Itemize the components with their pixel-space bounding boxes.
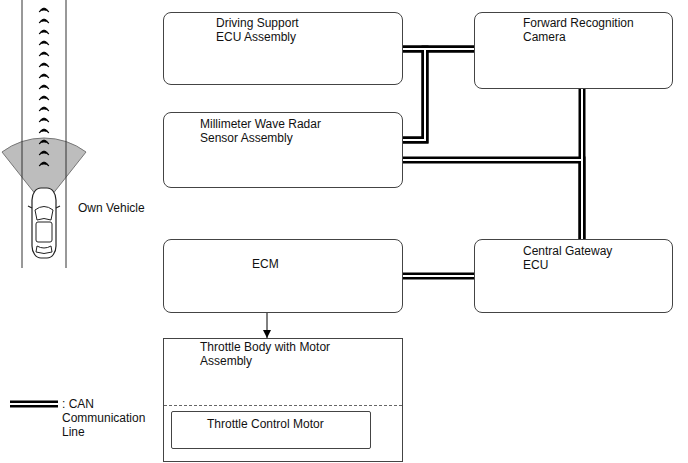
can-line <box>403 160 582 239</box>
box-label: Throttle Body with Motor Assembly <box>200 341 350 369</box>
box-label: Throttle Control Motor <box>207 418 367 432</box>
legend-text: : CAN Communication Line <box>62 398 147 439</box>
path-chevron <box>39 30 49 34</box>
box-label: ECM <box>252 258 312 272</box>
can-line-inner <box>403 49 425 140</box>
path-chevron <box>39 41 49 45</box>
box-label: Driving Support ECU Assembly <box>216 17 316 45</box>
can-line <box>403 273 474 280</box>
vehicle-label: Own Vehicle <box>78 202 145 216</box>
path-chevrons <box>39 8 49 166</box>
path-chevron <box>39 52 49 56</box>
ecu-box: Driving Support ECU Assembly <box>163 12 403 85</box>
road-line <box>66 0 67 268</box>
control-arrow <box>267 313 268 338</box>
path-chevron <box>39 85 49 89</box>
car-mirrors <box>28 206 60 208</box>
radar-box: Millimeter Wave Radar Sensor Assembly <box>163 112 403 188</box>
path-chevron <box>39 151 49 155</box>
legend-line-outer <box>10 401 58 408</box>
can-line-inner <box>403 160 582 239</box>
path-chevron <box>39 162 49 166</box>
path-chevron <box>39 96 49 100</box>
box-label: Central Gateway ECU <box>523 245 633 273</box>
divider-line <box>164 405 402 406</box>
can-line-inner <box>403 49 474 140</box>
box-label: Forward Recognition Camera <box>523 17 663 45</box>
path-chevron <box>39 8 49 12</box>
gateway-box: Central Gateway ECU <box>474 239 673 313</box>
car-windshield <box>35 207 53 221</box>
path-chevron <box>39 63 49 67</box>
path-chevron <box>39 118 49 122</box>
path-chevron <box>39 107 49 111</box>
can-line <box>403 49 474 140</box>
legend-line-inner <box>10 403 58 405</box>
path-chevron <box>39 129 49 133</box>
throttle-body-box: Throttle Body with Motor AssemblyThrottl… <box>163 338 403 462</box>
car-rear-window <box>36 246 52 254</box>
ecm-box: ECM <box>163 239 403 313</box>
box-label: Millimeter Wave Radar Sensor Assembly <box>200 118 335 146</box>
camera-box: Forward Recognition Camera <box>474 12 673 89</box>
car-body <box>32 188 56 258</box>
can-line-inner <box>403 275 474 277</box>
path-chevron <box>39 140 49 144</box>
path-chevron <box>39 74 49 78</box>
motor-box: Throttle Control Motor <box>171 411 371 449</box>
vehicle-icon <box>28 188 60 258</box>
car-roof <box>36 222 52 242</box>
road-line <box>22 0 23 268</box>
path-chevron <box>39 19 49 23</box>
legend-sample <box>10 404 58 405</box>
